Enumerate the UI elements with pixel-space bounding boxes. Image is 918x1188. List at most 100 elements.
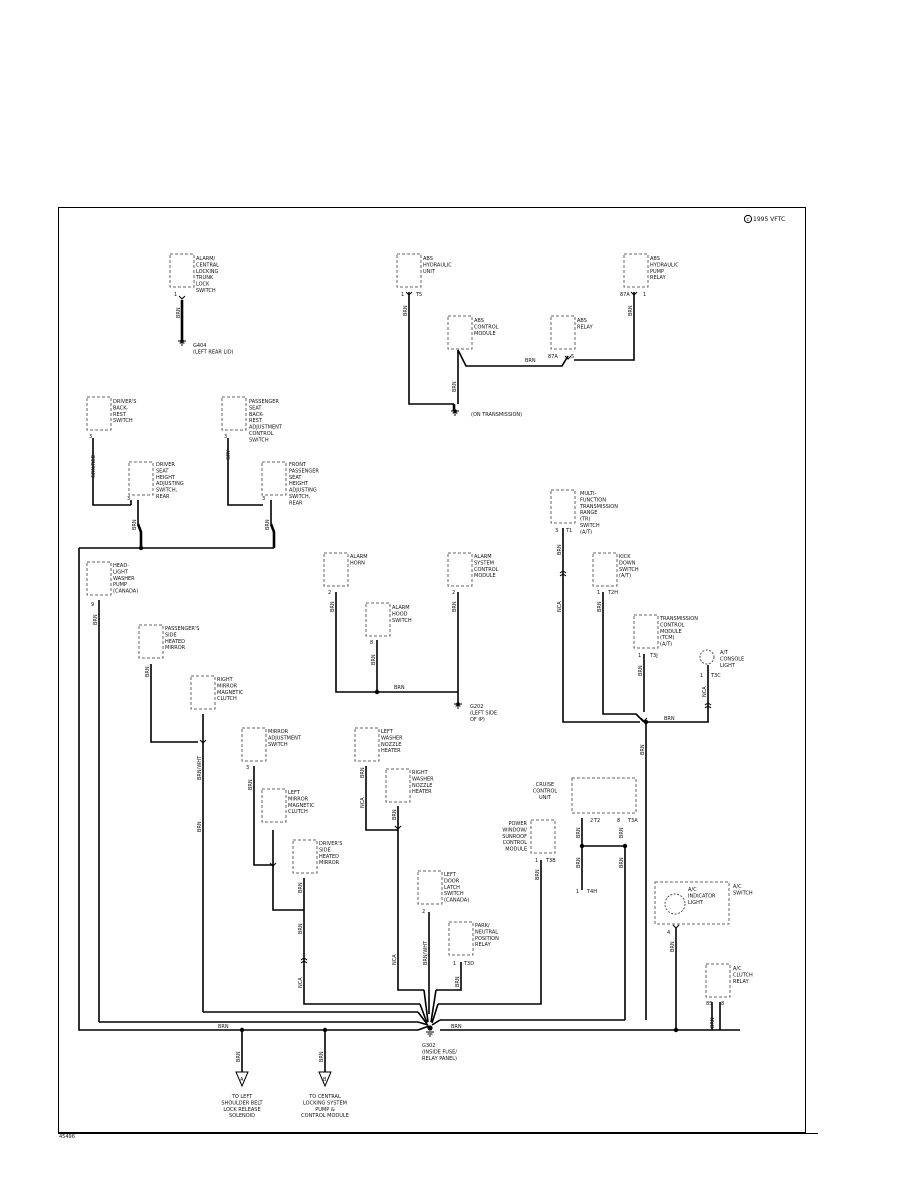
wire-label: BRN [392, 809, 398, 820]
wire-label: NCA [702, 686, 708, 697]
g302-label: G302(INSIDE FUSE/RELAY PANEL) [422, 1043, 457, 1062]
label-line: DRIVER'S [319, 841, 342, 847]
label-line: DRIVER [156, 462, 175, 468]
label-line: CONTROL [533, 788, 558, 794]
arrow-central-locking [318, 1071, 332, 1088]
label-line: SEAT [249, 405, 262, 411]
wire-label: BRN [394, 685, 405, 691]
connector-label: T2 [593, 818, 600, 824]
label-line: WASHER [113, 576, 135, 582]
label-line: WASHER [412, 776, 434, 782]
wire-label: BRN [218, 1024, 229, 1030]
label-line: SYSTEM [474, 560, 494, 566]
connector-label: T3A [627, 818, 638, 824]
label-line: KICK [619, 554, 631, 560]
label-line: RIGHT [217, 677, 234, 683]
label-line: HEATER [381, 748, 401, 754]
label-line: RANGE [580, 510, 597, 516]
wire-label: BRN [525, 358, 536, 364]
connector-label: T3B [545, 858, 556, 864]
label-line: TO LEFT [231, 1094, 253, 1100]
label-line: ADJUSTING [289, 488, 317, 494]
connector-label: T3C [710, 673, 721, 679]
label-line: DOOR [444, 878, 460, 884]
wire-label: NCA [298, 977, 304, 988]
label-line: HEIGHT [289, 481, 309, 487]
pin-label: 3 [262, 496, 265, 502]
label-line: PASSENGER [289, 468, 319, 474]
pin-label: 9 [91, 602, 94, 608]
right-nozzle-box [385, 768, 411, 803]
label-line: TRANSMISSION [659, 616, 698, 622]
wire-label: BRN [93, 614, 99, 625]
wire-label: BRN [319, 1051, 325, 1062]
alarm-hood-box [365, 602, 391, 637]
tcm-box [633, 614, 659, 649]
wire-label: BRN [265, 519, 271, 530]
connector-label: T5 [415, 292, 422, 298]
label-line: ALARM [474, 554, 492, 560]
mfts-box [550, 489, 576, 524]
label-line: G404 [193, 343, 206, 349]
pin-label: 1 [174, 292, 177, 298]
wire-label: GRN/RED [91, 455, 97, 478]
label-line: INDICATOR [688, 893, 716, 899]
label-line: HEATED [165, 639, 185, 645]
label-line: BACK- [249, 412, 264, 418]
arrow-code-a: A [240, 1077, 244, 1083]
pin-label: 4 [667, 930, 670, 936]
wire-label: BRN [576, 857, 582, 868]
junction-dots [138, 545, 679, 1033]
label-line: CONTROL [474, 324, 499, 330]
abs-unit-box [396, 253, 422, 288]
label-line: LEFT [444, 872, 457, 878]
label-line: FRONT [289, 462, 307, 468]
label-line: SWITCH [392, 618, 412, 624]
wire-label: BRN/WHT [423, 940, 429, 965]
label-line: SWITCH [444, 891, 464, 897]
label-line: RELAY PANEL) [422, 1056, 457, 1062]
label-line: REST [113, 412, 127, 418]
label-line: SWITCH [113, 418, 133, 424]
label-line: SOLENOID [229, 1113, 255, 1119]
arrow-code-b: B [323, 1077, 327, 1083]
label-line: CONTROL [503, 840, 528, 846]
label-line: POWER [508, 821, 527, 827]
label-line: HORN [350, 560, 365, 566]
label-line: RELAY [650, 275, 667, 281]
label-line: (TCM) [660, 635, 675, 641]
label-line: ABS [650, 256, 660, 262]
wire-label: BRN [670, 941, 676, 952]
drv-backrest-box [86, 396, 112, 431]
component-boxes [86, 253, 731, 998]
label-line: CLUTCH [217, 696, 237, 702]
abs-relay-box [550, 315, 576, 350]
label-line: RELAY [577, 324, 594, 330]
pin-label: 3 [224, 434, 227, 440]
label-line: SHOULDER BELT [221, 1100, 263, 1106]
label-line: MIRROR [268, 729, 289, 735]
label-line: OF IP) [470, 717, 485, 723]
label-line: (CANADA) [113, 589, 138, 595]
ground-icon [454, 702, 462, 709]
wire-label: BRN [176, 307, 182, 318]
left-clutch-box [261, 788, 287, 823]
label-line: RELAY [475, 942, 492, 948]
headlight-pump-box [86, 561, 112, 596]
wire-label: BRN [298, 923, 304, 934]
connector-label: T3D [463, 961, 474, 967]
pin-label: 2 [422, 909, 425, 915]
pin-label: 1 [453, 961, 456, 967]
